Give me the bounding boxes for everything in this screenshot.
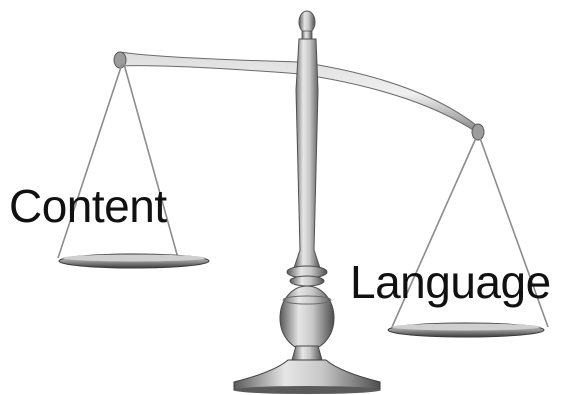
collar-lower [290,276,324,286]
base-flare [234,360,380,390]
right-pan-rim [391,324,541,331]
right-pan-label: Language [350,259,551,305]
finial-neck [302,31,312,39]
beam-end-right [472,124,484,140]
base-neck [292,346,322,360]
finial [299,11,315,33]
central-column [294,39,320,268]
left-pan-label: Content [9,183,167,229]
left-pan-rim [62,255,206,262]
base-foot [233,386,381,394]
